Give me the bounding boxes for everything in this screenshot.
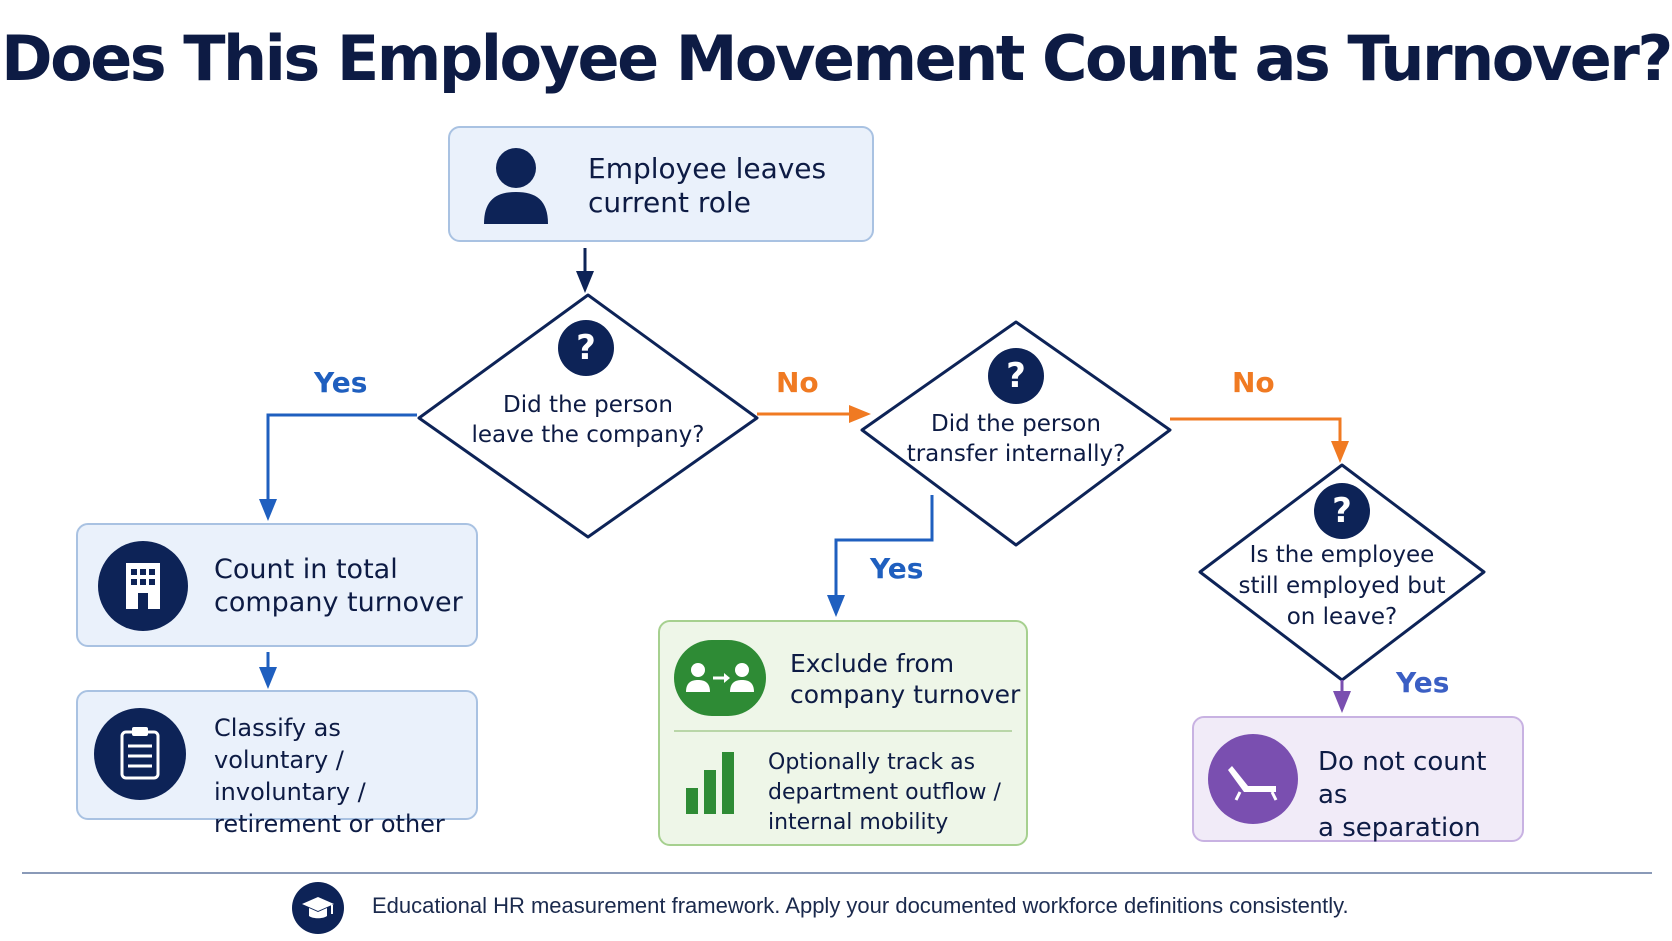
start-line1: Employee leaves <box>588 152 827 185</box>
exclude-turnover-box: Exclude from company turnover Optionally… <box>658 620 1028 846</box>
arrow-yes2 <box>827 495 934 617</box>
decision3-line2: still employed but <box>1238 573 1446 599</box>
count-line2: company turnover <box>214 587 463 618</box>
building-icon <box>98 541 188 631</box>
decision3-text: Is the employee still employed but on le… <box>1202 540 1482 633</box>
classify-line1: Classify as <box>214 714 341 742</box>
lounge-chair-icon <box>1208 734 1298 824</box>
exclude-sub1: Optionally track as <box>768 750 976 775</box>
label-no-leave-company: No <box>776 366 819 399</box>
graduation-cap-icon <box>292 882 344 934</box>
footer-disclaimer: Educational HR measurement framework. Ap… <box>372 893 1349 918</box>
decision1-line2: leave the company? <box>471 422 705 448</box>
decision2-diamond <box>860 320 1172 547</box>
exclude-sub3: internal mobility <box>768 810 949 835</box>
footer-divider <box>22 872 1652 874</box>
start-line2: current role <box>588 186 751 219</box>
decision2-text: Did the person transfer internally? <box>876 409 1156 469</box>
exclude-text: Exclude from company turnover <box>790 648 1020 710</box>
label-yes-on-leave: Yes <box>1396 666 1450 699</box>
leave-line2: a separation <box>1318 813 1481 843</box>
label-yes-transfer: Yes <box>870 552 924 585</box>
classify-line2: voluntary / involuntary / <box>214 746 366 806</box>
classify-line3: retirement or other <box>214 810 445 838</box>
decision1-text: Did the person leave the company? <box>448 390 728 450</box>
exclude-line1: Exclude from <box>790 649 955 678</box>
arrow-no2 <box>1170 417 1349 463</box>
exclude-sub-text: Optionally track as department outflow /… <box>768 748 1001 838</box>
not-separation-box: Do not count as a separation <box>1192 716 1524 845</box>
decision3-line3: on leave? <box>1286 604 1398 630</box>
count-turnover-box: Count in total company turnover <box>76 523 478 647</box>
count-line1: Count in total <box>214 554 398 585</box>
start-text: Employee leaves current role <box>588 152 826 220</box>
decision2-line1: Did the person <box>931 411 1101 437</box>
exclude-line2: company turnover <box>790 680 1021 709</box>
start-box: Employee leaves current role <box>448 126 874 242</box>
question-mark-icon: ? <box>988 348 1044 404</box>
bar-chart-icon <box>684 748 740 816</box>
decision2-line2: transfer internally? <box>906 441 1126 467</box>
transfer-people-icon <box>674 640 766 716</box>
clipboard-icon <box>94 708 186 800</box>
exclude-divider <box>674 730 1012 732</box>
classify-text: Classify as voluntary / involuntary / re… <box>214 712 476 840</box>
classify-box: Classify as voluntary / involuntary / re… <box>76 690 478 838</box>
decision1-diamond <box>417 293 759 539</box>
leave-line1: Do not count as <box>1318 747 1487 810</box>
question-mark-icon: ? <box>1314 483 1370 539</box>
person-icon <box>476 142 556 226</box>
label-yes-leave-company: Yes <box>314 366 368 399</box>
not-separation-text: Do not count as a separation <box>1318 746 1522 845</box>
exclude-sub2: department outflow / <box>768 780 1001 805</box>
page-title: Does This Employee Movement Count as Tur… <box>1 22 1672 95</box>
count-turnover-text: Count in total company turnover <box>214 553 463 619</box>
decision3-line1: Is the employee <box>1249 542 1435 568</box>
question-mark-icon: ? <box>558 320 614 376</box>
label-no-transfer: No <box>1232 366 1275 399</box>
arrow-yes1 <box>259 413 417 521</box>
decision1-line1: Did the person <box>503 392 673 418</box>
